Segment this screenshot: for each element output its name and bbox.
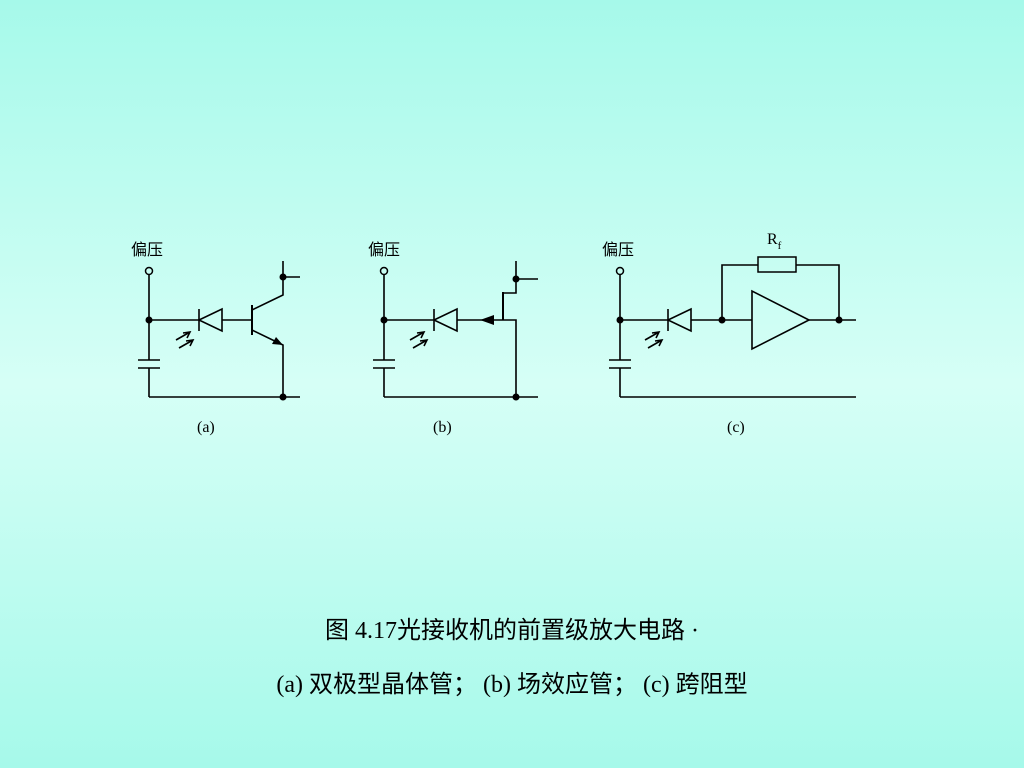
capacitor-c — [609, 359, 631, 369]
capacitor-a — [138, 359, 160, 369]
fet-transistor-b — [502, 261, 517, 397]
bjt-transistor-a — [251, 261, 284, 397]
light-icon-a — [175, 330, 195, 349]
feedback-resistor — [757, 256, 797, 273]
bias-terminal-a — [144, 266, 154, 276]
resistor-label: Rf — [767, 231, 782, 252]
circuit-a: 偏压 (a) — [131, 240, 300, 436]
sublabel-b: (b) — [433, 419, 452, 436]
light-icon-c — [644, 330, 664, 349]
circuit-c: 偏压 Rf (c) — [602, 231, 856, 436]
bias-terminal-b — [379, 266, 389, 276]
bias-label-a: 偏压 — [131, 240, 163, 259]
bias-terminal-c — [615, 266, 625, 276]
caption-title: 图 4.17光接收机的前置级放大电路 · — [325, 618, 699, 644]
photodiode-c — [666, 307, 692, 333]
bias-label-c: 偏压 — [602, 240, 634, 259]
capacitor-b — [373, 359, 395, 369]
sublabel-a: (a) — [197, 419, 215, 436]
photodiode-b — [432, 307, 458, 333]
bias-label-b: 偏压 — [368, 240, 400, 259]
sublabel-c: (c) — [727, 419, 745, 436]
photodiode-a — [197, 307, 223, 333]
gate-arrow-b — [480, 315, 494, 325]
amplifier-c — [751, 289, 811, 351]
circuit-b: 偏压 (b) — [368, 240, 538, 436]
caption-subtitle: (a) 双极型晶体管； (b) 场效应管； (c) 跨阻型 — [276, 672, 748, 698]
light-icon-b — [409, 330, 429, 349]
feedback-wire-c — [721, 264, 840, 320]
